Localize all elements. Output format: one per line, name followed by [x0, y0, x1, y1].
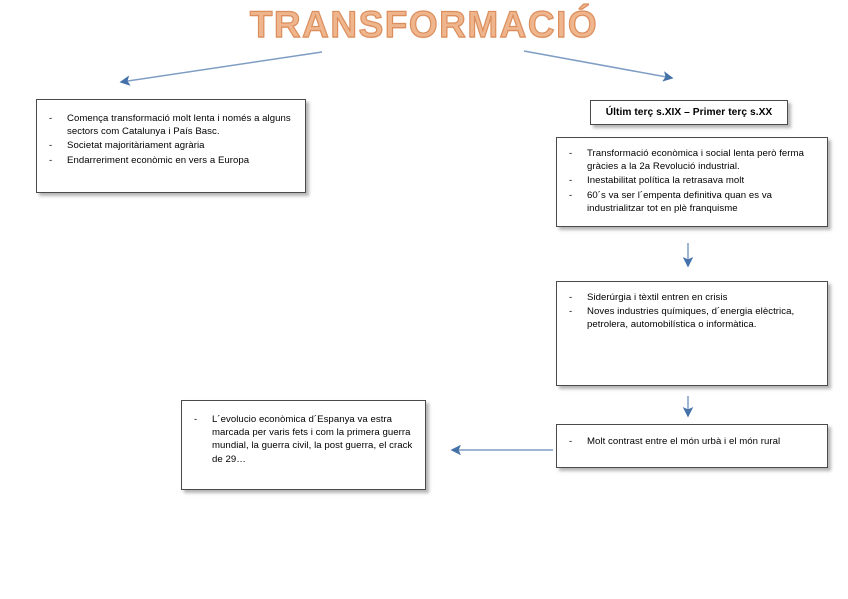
list-item: - Societat majoritàriament agrària [37, 139, 297, 152]
spain-economic-evolution-box[interactable]: - L´evolucio econòmica d´Espanya va estr… [181, 400, 426, 490]
list-item: - Noves industries químiques, d´energia … [557, 305, 819, 331]
list-item-text: Societat majoritàriament agrària [67, 140, 205, 152]
bullet-marker: - [49, 154, 53, 166]
bullet-list: - Comença transformació molt lenta i nom… [37, 112, 297, 167]
list-item-text: 60´s va ser l´empenta definitiva quan es… [587, 189, 773, 214]
page-title: TRANSFORMACIÓ [249, 3, 599, 45]
list-item: - 60´s va ser l´empenta definitiva quan … [557, 189, 819, 215]
bullet-list: - Siderúrgia i tèxtil entren en crisis -… [557, 291, 819, 332]
list-item-text: Inestabilitat política la retrasava molt [587, 175, 745, 187]
list-item-text: L´evolucio econòmica d´Espanya va estra … [212, 414, 413, 465]
bullet-marker: - [569, 436, 573, 447]
arrow-title-to-left [119, 51, 323, 86]
bullet-marker: - [49, 113, 53, 124]
list-item-text: Comença transformació molt lenta i només… [67, 113, 291, 138]
bullet-marker: - [569, 148, 573, 159]
list-item: - Molt contrast entre el món urbà i el m… [557, 435, 819, 448]
arrow-title-to-period [523, 50, 674, 82]
list-item-text: Endarreriment econòmic en vers a Europa [67, 154, 250, 166]
bullet-marker: - [194, 414, 198, 425]
bullet-list: - L´evolucio econòmica d´Espanya va estr… [182, 413, 417, 466]
period-header-box[interactable]: Últim terç s.XIX – Primer terç s.XX [590, 100, 788, 125]
initial-situation-box[interactable]: - Comença transformació molt lenta i nom… [36, 99, 306, 193]
list-item-text: Molt contrast entre el món urbà i el món… [587, 436, 781, 447]
economic-social-transformation-box[interactable]: - Transformació econòmica i social lenta… [556, 137, 828, 227]
list-item-text: Transformació econòmica i social lenta p… [587, 148, 804, 173]
list-item: - Siderúrgia i tèxtil entren en crisis [557, 291, 819, 304]
bullet-marker: - [569, 175, 573, 187]
list-item: - L´evolucio econòmica d´Espanya va estr… [182, 413, 417, 466]
bullet-marker: - [569, 189, 573, 201]
bullet-list: - Transformació econòmica i social lenta… [557, 147, 819, 215]
list-item: - Transformació econòmica i social lenta… [557, 147, 819, 173]
list-item: - Inestabilitat política la retrasava mo… [557, 174, 819, 187]
list-item: - Endarreriment econòmic en vers a Europ… [37, 154, 297, 167]
list-item-text: Noves industries químiques, d´energia el… [587, 306, 795, 331]
list-item: - Comença transformació molt lenta i nom… [37, 112, 297, 138]
industry-changes-box[interactable]: - Siderúrgia i tèxtil entren en crisis -… [556, 281, 828, 386]
bullet-marker: - [569, 292, 573, 303]
bullet-marker: - [569, 306, 573, 318]
period-header-label: Últim terç s.XIX – Primer terç s.XX [605, 107, 773, 118]
urban-rural-contrast-box[interactable]: - Molt contrast entre el món urbà i el m… [556, 424, 828, 468]
bullet-list: - Molt contrast entre el món urbà i el m… [557, 435, 819, 448]
bullet-marker: - [49, 140, 53, 152]
list-item-text: Siderúrgia i tèxtil entren en crisis [587, 292, 728, 303]
